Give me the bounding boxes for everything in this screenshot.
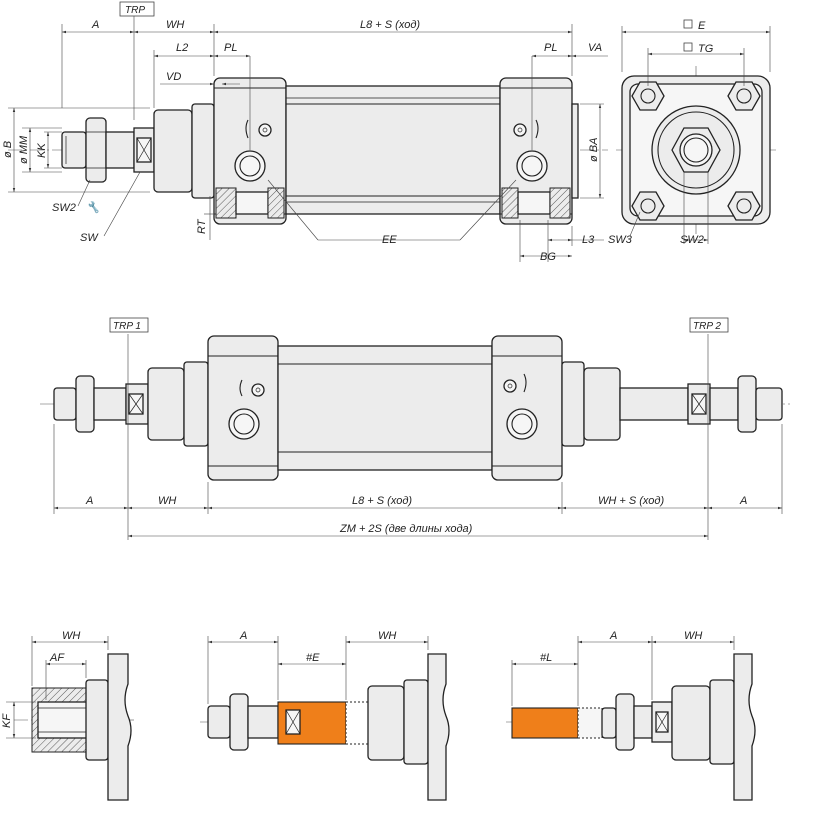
corner-nut-tr [727, 81, 761, 111]
dim-wh-ext: WH [378, 630, 396, 642]
dim-l8-stroke-mid: L8 + S (ход) [352, 495, 412, 507]
bottom-variant-extended-rod: #L A WH [506, 630, 756, 801]
top-side-view: A TRP WH L8 + S (ход) L2 PL PL VA VD ø B… [2, 1, 608, 263]
label-trp2: TRP 2 [693, 321, 721, 332]
end-view: E TG SW3 SW2 [608, 19, 776, 246]
wrench-icon: 🔧 [86, 200, 102, 214]
dim-e: E [698, 20, 706, 32]
dim-pl-left: PL [224, 42, 237, 54]
dim-l8-stroke: L8 + S (ход) [360, 19, 420, 31]
dim-e-ext: #E [306, 652, 320, 664]
dim-a-left: A [85, 495, 93, 507]
dim-af: AF [49, 652, 65, 664]
dim-a-right: A [739, 495, 747, 507]
dim-wh-stroke: WH + S (ход) [598, 495, 664, 507]
dim-mm: ø MM [18, 135, 30, 164]
dim-wh-mid: WH [158, 495, 176, 507]
label-sw3: SW3 [608, 234, 633, 246]
label-ee: EE [382, 234, 397, 246]
dim-vd: VD [166, 71, 181, 83]
label-sw2: SW2 [52, 202, 76, 214]
dim-ba: ø BA [588, 138, 600, 162]
dim-tg: TG [698, 43, 714, 55]
dim-rt: RT [196, 218, 208, 234]
dim-l-rod: #L [540, 652, 552, 664]
dim-b: ø B [2, 141, 14, 158]
dim-a-rod: A [609, 630, 617, 642]
bottom-variant-female: WH AF KF [1, 630, 134, 801]
dim-pl-right: PL [544, 42, 557, 54]
corner-nut-bl [631, 191, 665, 221]
label-trp1: TRP 1 [113, 321, 141, 332]
dim-wh-female: WH [62, 630, 80, 642]
dim-wh: WH [166, 19, 184, 31]
bottom-variant-extended-thread: A #E WH [200, 630, 450, 801]
dim-l2: L2 [176, 42, 188, 54]
dim-bg: BG [540, 251, 556, 263]
dim-a-ext: A [239, 630, 247, 642]
dim-l3: L3 [582, 234, 595, 246]
double-rod-view: TRP 1 TRP 2 A WH L8 + S (ход) WH + S (хо… [40, 317, 790, 540]
label-sw: SW [80, 232, 99, 244]
dim-zm-2s: ZM + 2S (две длины хода) [339, 523, 473, 535]
dim-trp: TRP [125, 5, 145, 16]
label-sw2-side: SW2 [680, 234, 704, 246]
dim-kk: KK [36, 143, 48, 158]
dim-a: A [91, 19, 99, 31]
corner-nut-tl [631, 81, 665, 111]
dim-va: VA [588, 42, 602, 54]
dim-wh-rod: WH [684, 630, 702, 642]
dim-kf: KF [1, 713, 13, 728]
corner-nut-br [727, 191, 761, 221]
